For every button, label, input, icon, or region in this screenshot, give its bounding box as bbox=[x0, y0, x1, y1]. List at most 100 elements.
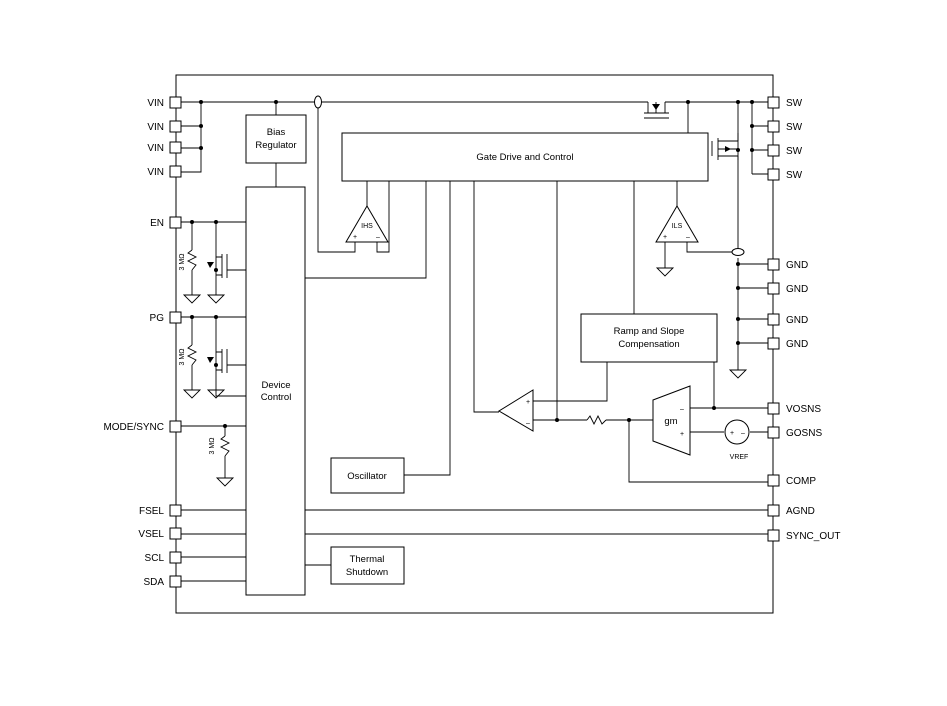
low-side-mosfet bbox=[711, 133, 739, 160]
device-control-block: Device Control bbox=[245, 186, 306, 596]
svg-text:–: – bbox=[376, 234, 380, 241]
pin-label-pg: PG bbox=[150, 313, 165, 324]
svg-text:–: – bbox=[741, 430, 745, 437]
pin-label-gosns: GOSNS bbox=[786, 428, 822, 439]
pin-vin-4 bbox=[169, 165, 182, 178]
svg-text:gm: gm bbox=[664, 416, 677, 427]
resistor-pg-symbol bbox=[186, 344, 198, 366]
pin-gnd-2 bbox=[767, 282, 780, 295]
svg-text:Regulator: Regulator bbox=[255, 140, 296, 151]
pin-label-sw-3: SW bbox=[786, 146, 803, 157]
right-pins: SW SW SW SW GND GND GND GND VOSNS GOSNS … bbox=[767, 96, 840, 542]
ils-amplifier: ILS + – bbox=[655, 205, 699, 243]
left-pins: VIN VIN VIN VIN EN PG MODE/SYNC FSEL VSE… bbox=[103, 96, 182, 588]
pin-en bbox=[169, 216, 182, 229]
pin-sw-3 bbox=[767, 144, 780, 157]
pin-label-vsel: VSEL bbox=[138, 529, 164, 540]
resistor-en-label: 3 MΩ bbox=[179, 254, 186, 271]
junction-dots bbox=[190, 100, 754, 428]
svg-text:–: – bbox=[526, 420, 530, 427]
svg-text:Compensation: Compensation bbox=[618, 339, 679, 350]
svg-text:IHS: IHS bbox=[361, 223, 373, 230]
gate-drive-block: Gate Drive and Control bbox=[341, 132, 709, 182]
high-side-arrow bbox=[652, 104, 660, 110]
pin-mode-sync bbox=[169, 420, 182, 433]
pin-label-gnd-2: GND bbox=[786, 284, 808, 295]
pin-gnd-4 bbox=[767, 337, 780, 350]
pin-label-mode-sync: MODE/SYNC bbox=[103, 422, 164, 433]
current-sense-ls bbox=[731, 248, 745, 256]
svg-text:ILS: ILS bbox=[672, 223, 683, 230]
svg-text:–: – bbox=[680, 406, 684, 413]
pin-label-comp: COMP bbox=[786, 476, 816, 487]
svg-text:Control: Control bbox=[261, 392, 292, 403]
svg-text:Ramp and Slope: Ramp and Slope bbox=[614, 326, 685, 337]
pin-label-vin-4: VIN bbox=[147, 167, 164, 178]
pg-fet bbox=[215, 349, 228, 373]
pin-sda bbox=[169, 575, 182, 588]
resistor-en-symbol bbox=[186, 249, 198, 271]
pin-gnd-3 bbox=[767, 313, 780, 326]
pg-fet-arrow bbox=[207, 357, 214, 363]
pin-vin-3 bbox=[169, 141, 182, 154]
svg-text:+: + bbox=[680, 431, 684, 438]
pin-label-gnd-4: GND bbox=[786, 339, 808, 350]
pin-sw-1 bbox=[767, 96, 780, 109]
pin-vosns bbox=[767, 402, 780, 415]
pin-label-sync-out: SYNC_OUT bbox=[786, 531, 840, 542]
pin-label-sw-4: SW bbox=[786, 170, 803, 181]
current-sense-hs bbox=[314, 95, 322, 109]
pin-agnd bbox=[767, 504, 780, 517]
svg-text:Shutdown: Shutdown bbox=[346, 567, 388, 578]
pin-sw-2 bbox=[767, 120, 780, 133]
pin-comp bbox=[767, 474, 780, 487]
pin-vin-2 bbox=[169, 120, 182, 133]
pin-label-en: EN bbox=[150, 218, 164, 229]
pin-pg bbox=[169, 311, 182, 324]
pin-gosns bbox=[767, 426, 780, 439]
svg-text:–: – bbox=[686, 234, 690, 241]
resistor-mode-symbol bbox=[219, 435, 231, 457]
resistor-pg-label: 3 MΩ bbox=[179, 349, 186, 366]
pin-label-gnd-1: GND bbox=[786, 260, 808, 271]
svg-text:Bias: Bias bbox=[267, 127, 286, 138]
pin-label-sw-2: SW bbox=[786, 122, 803, 133]
ramp-slope-block: Ramp and Slope Compensation bbox=[580, 313, 718, 363]
ground-symbols bbox=[182, 267, 748, 487]
svg-text:+: + bbox=[730, 430, 734, 437]
pin-label-sw-1: SW bbox=[786, 98, 803, 109]
pin-sw-4 bbox=[767, 168, 780, 181]
pin-fsel bbox=[169, 504, 182, 517]
svg-text:Device: Device bbox=[261, 380, 290, 391]
svg-text:Gate Drive and Control: Gate Drive and Control bbox=[476, 152, 573, 163]
gm-amplifier: gm – + bbox=[652, 385, 691, 456]
pin-label-scl: SCL bbox=[145, 553, 165, 564]
svg-text:Thermal: Thermal bbox=[350, 554, 385, 565]
bias-regulator-block: Bias Regulator bbox=[245, 114, 307, 164]
low-side-arrow bbox=[725, 146, 731, 152]
pin-label-agnd: AGND bbox=[786, 506, 815, 517]
pin-label-gnd-3: GND bbox=[786, 315, 808, 326]
thermal-shutdown-block: Thermal Shutdown bbox=[330, 546, 405, 585]
resistor-mode-label: 3 MΩ bbox=[209, 438, 216, 455]
pin-label-vin-3: VIN bbox=[147, 143, 164, 154]
pin-label-vin-1: VIN bbox=[147, 98, 164, 109]
en-fet-arrow bbox=[207, 262, 214, 268]
vref-source: + – VREF bbox=[724, 419, 750, 461]
pwm-comparator: + – bbox=[498, 389, 534, 432]
en-fet bbox=[215, 254, 228, 278]
pin-label-vin-2: VIN bbox=[147, 122, 164, 133]
svg-text:+: + bbox=[526, 399, 530, 406]
pin-sync-out bbox=[767, 529, 780, 542]
svg-text:Oscillator: Oscillator bbox=[347, 471, 387, 482]
svg-text:VREF: VREF bbox=[730, 454, 749, 461]
svg-text:+: + bbox=[353, 234, 357, 241]
pin-scl bbox=[169, 551, 182, 564]
pin-label-vosns: VOSNS bbox=[786, 404, 821, 415]
pin-gnd-1 bbox=[767, 258, 780, 271]
pin-vsel bbox=[169, 527, 182, 540]
resistor-comp-symbol bbox=[586, 414, 607, 426]
pin-label-sda: SDA bbox=[143, 577, 164, 588]
pin-vin-1 bbox=[169, 96, 182, 109]
